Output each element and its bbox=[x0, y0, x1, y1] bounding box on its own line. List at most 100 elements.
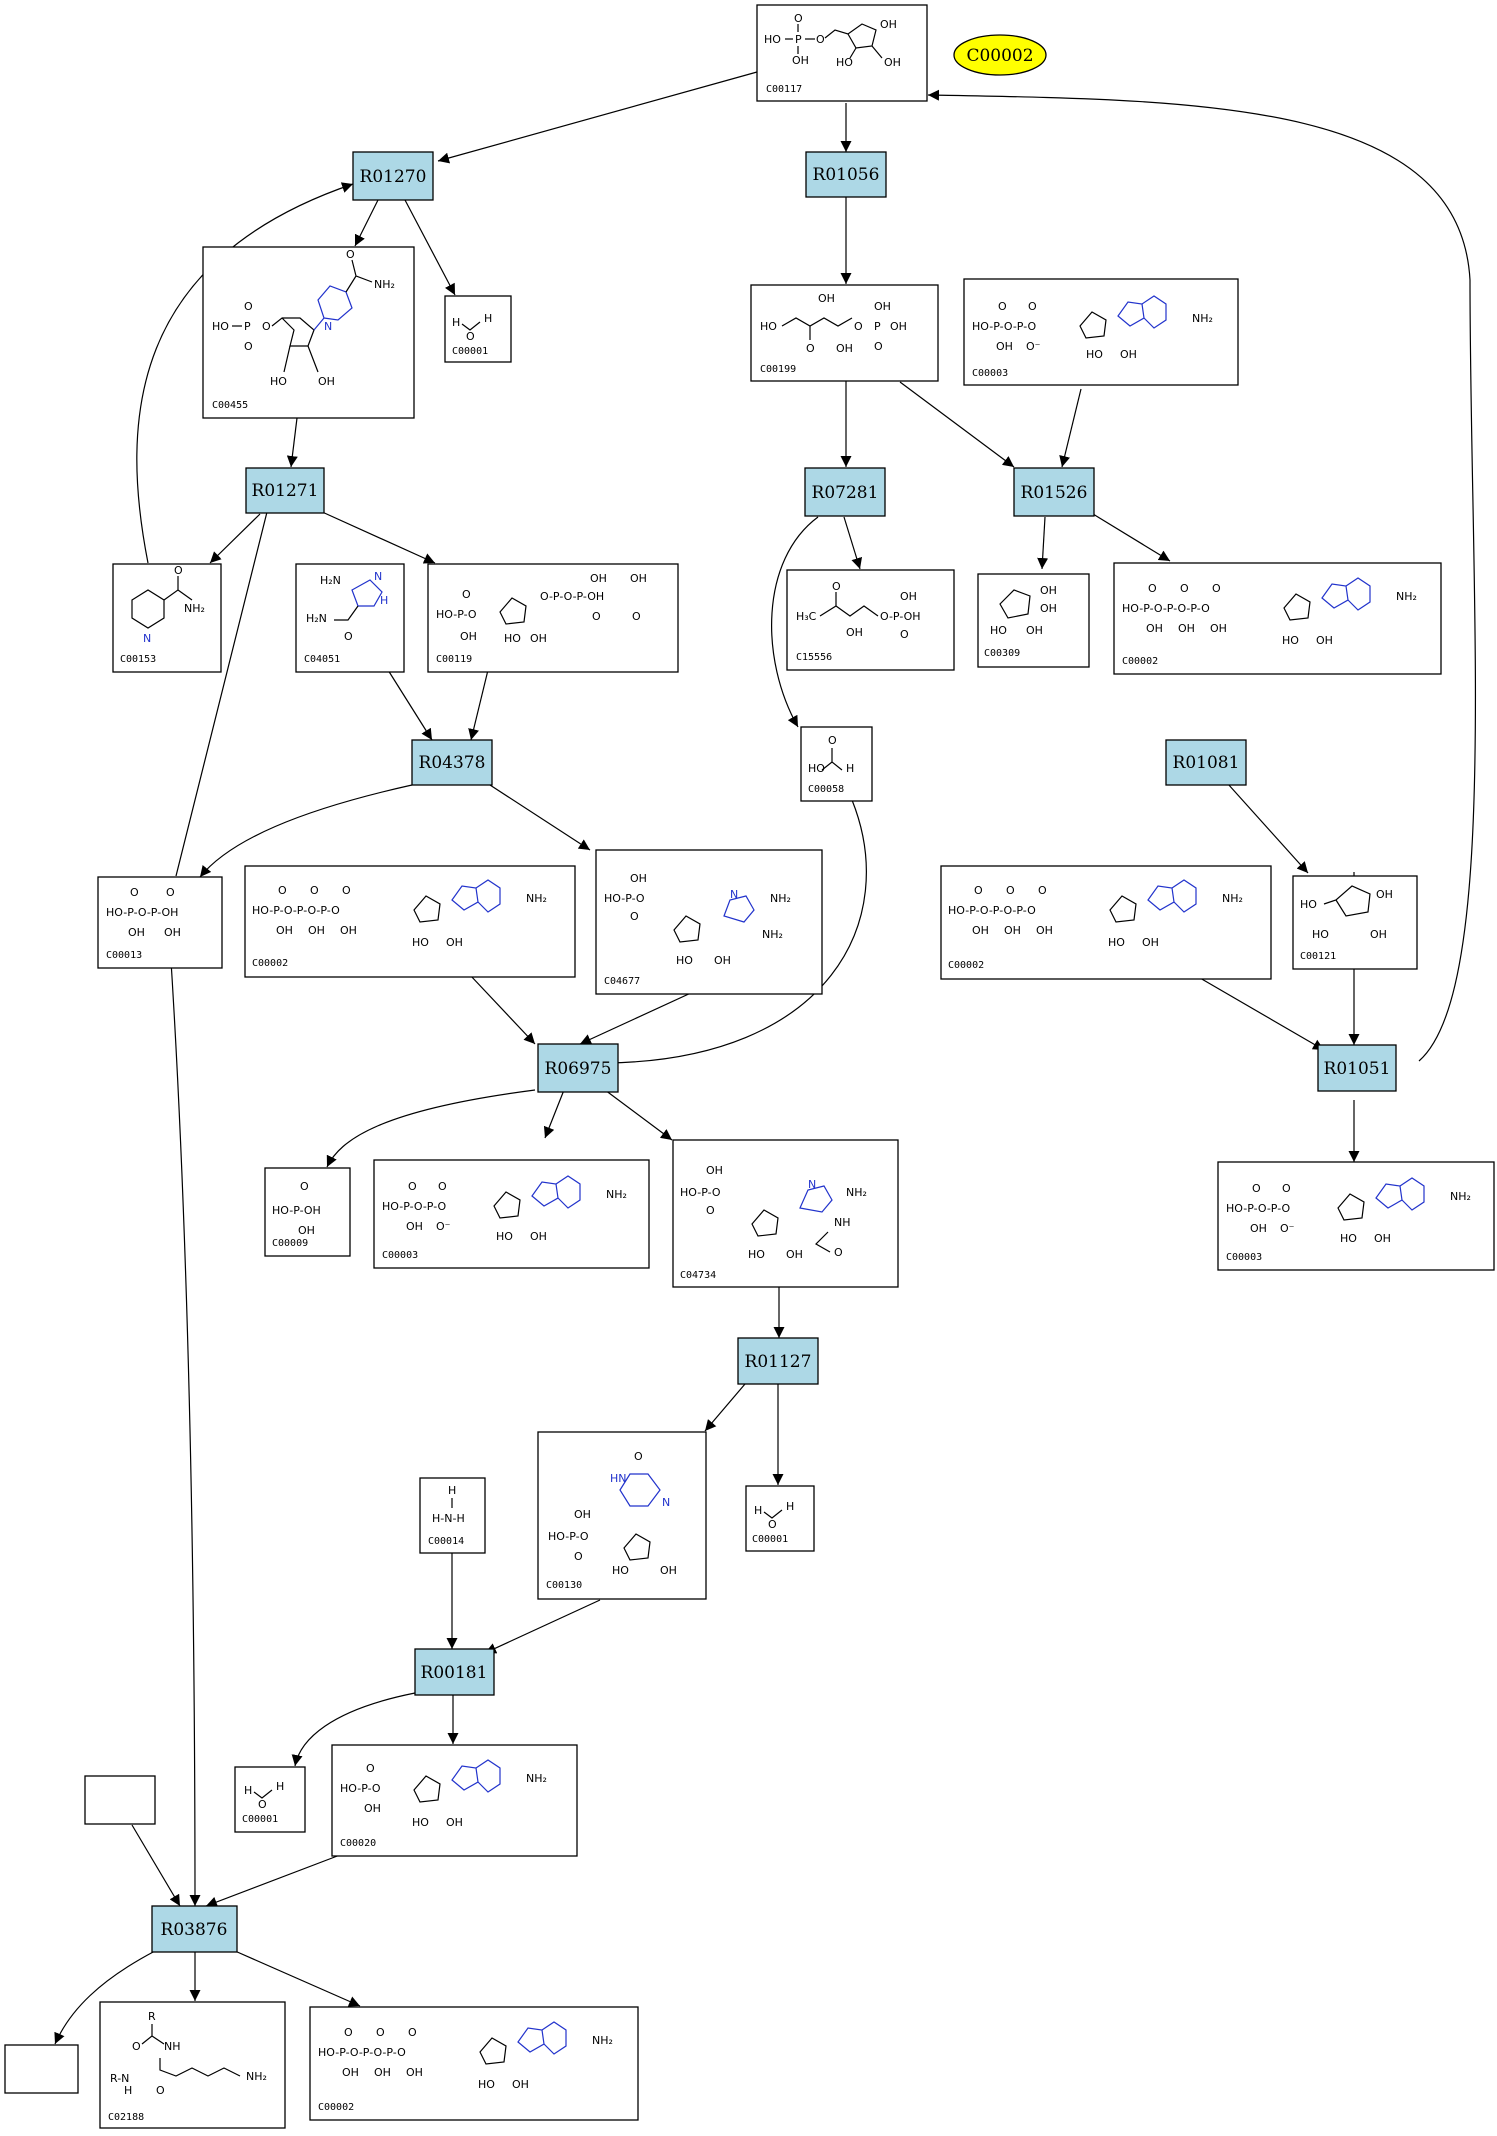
svg-text:O⁻: O⁻ bbox=[436, 1220, 451, 1233]
reaction-R06975[interactable]: R06975 bbox=[537, 1043, 619, 1093]
svg-text:NH₂: NH₂ bbox=[592, 2034, 613, 2047]
compound-id: C00153 bbox=[120, 654, 156, 665]
compound-C00121[interactable]: HO OH HO OH C00121 bbox=[1292, 875, 1418, 970]
reaction-R01127[interactable]: R01127 bbox=[737, 1337, 819, 1385]
compound-C00002-b[interactable]: HO-P-O-P-O-P-O O O O OH OH OH NH₂ HO OH … bbox=[244, 865, 576, 978]
svg-text:OH: OH bbox=[1036, 924, 1053, 937]
svg-text:O: O bbox=[366, 1762, 375, 1775]
svg-text:H₂N: H₂N bbox=[320, 574, 341, 587]
compound-id: C04734 bbox=[680, 1270, 716, 1281]
svg-text:OH: OH bbox=[792, 54, 809, 67]
structure-C00003-b: HO-P-O-P-O O O OH O⁻ NH₂ HO OH bbox=[382, 1175, 627, 1243]
reaction-R04378[interactable]: R04378 bbox=[411, 739, 493, 786]
svg-text:O: O bbox=[156, 2084, 165, 2097]
svg-text:H: H bbox=[244, 1784, 252, 1797]
svg-text:OH: OH bbox=[1142, 936, 1159, 949]
svg-text:HO-P-O-P-O: HO-P-O-P-O bbox=[382, 1200, 446, 1213]
compound-id: C00121 bbox=[1300, 951, 1336, 962]
compound-C00058[interactable]: O HO H C00058 bbox=[800, 726, 873, 802]
compound-C00309[interactable]: OH OH HO OH C00309 bbox=[977, 573, 1090, 668]
structure-C04734: HO-P-O OH O N NH₂ NH O HO OH bbox=[680, 1164, 867, 1261]
compound-C00013[interactable]: HO-P-O-P-OH O O OH OH C00013 bbox=[97, 876, 223, 969]
svg-text:O: O bbox=[166, 886, 175, 899]
reaction-R01081[interactable]: R01081 bbox=[1165, 739, 1247, 786]
svg-text:O: O bbox=[834, 1246, 843, 1259]
compound-C02188[interactable]: R O NH R-N H O NH₂ C02188 bbox=[99, 2001, 286, 2129]
svg-text:HO-P-O: HO-P-O bbox=[436, 608, 477, 621]
compound-id: C00003 bbox=[382, 1250, 418, 1261]
svg-text:NH₂: NH₂ bbox=[526, 892, 547, 905]
reaction-R01056[interactable]: R01056 bbox=[805, 151, 887, 198]
structure-C00058: O HO H bbox=[808, 734, 854, 775]
compound-C00153[interactable]: N O NH₂ C00153 bbox=[112, 563, 222, 673]
compound-C00199[interactable]: HO O OH OH O P OH OH O C00199 bbox=[750, 284, 939, 382]
svg-text:HO-P-O: HO-P-O bbox=[340, 1782, 381, 1795]
svg-text:O: O bbox=[1038, 884, 1047, 897]
svg-text:HO-P-O: HO-P-O bbox=[604, 892, 645, 905]
svg-text:OH: OH bbox=[446, 936, 463, 949]
svg-text:HO: HO bbox=[836, 56, 853, 69]
svg-text:O: O bbox=[376, 2026, 385, 2039]
highlight-compound-label[interactable]: C00002 bbox=[953, 34, 1047, 76]
compound-C04734[interactable]: HO-P-O OH O N NH₂ NH O HO OH C04734 bbox=[672, 1139, 899, 1288]
compound-C00130[interactable]: O HN N HO-P-O OH O HO OH C00130 bbox=[537, 1431, 707, 1600]
svg-text:O: O bbox=[262, 320, 271, 333]
compound-C00002-c[interactable]: HO-P-O-P-O-P-O O O O OH OH OH NH₂ HO OH … bbox=[940, 865, 1272, 980]
svg-text:O⁻: O⁻ bbox=[1026, 340, 1041, 353]
compound-C00001[interactable]: H O H C00001 bbox=[444, 295, 512, 363]
svg-text:NH: NH bbox=[834, 1216, 851, 1229]
compound-C00002-a[interactable]: HO-P-O-P-O-P-O O O O OH OH OH NH₂ HO OH … bbox=[1113, 562, 1442, 675]
compound-C00014[interactable]: H H-N-H C00014 bbox=[419, 1477, 486, 1554]
svg-text:HO: HO bbox=[676, 954, 693, 967]
compound-id: C00117 bbox=[766, 84, 802, 95]
compound-id: C02188 bbox=[108, 2112, 144, 2123]
empty-node-top[interactable] bbox=[84, 1775, 156, 1825]
structure-C00309: OH OH HO OH bbox=[990, 584, 1057, 637]
svg-text:H: H bbox=[380, 594, 388, 607]
svg-text:NH₂: NH₂ bbox=[184, 602, 205, 615]
edges bbox=[54, 71, 1477, 2045]
compound-C00002-d[interactable]: HO-P-O-P-O-P-O O O O OH OH OH NH₂ HO OH … bbox=[309, 2006, 639, 2121]
water-structure-c: H O H bbox=[244, 1780, 284, 1811]
compound-C00119[interactable]: HO-P-O O OH O-P-O-P-OH OH OH O O HO OH C… bbox=[427, 563, 679, 673]
structure-C04051: H₂N N H H₂N O bbox=[306, 570, 388, 643]
empty-node-bottom[interactable] bbox=[4, 2044, 79, 2094]
svg-text:OH: OH bbox=[630, 572, 647, 585]
svg-text:O: O bbox=[806, 342, 815, 355]
reaction-label: R01056 bbox=[813, 165, 880, 185]
compound-C00455[interactable]: HO P O O O N O NH₂ HO OH C00455 bbox=[202, 246, 415, 419]
compound-id: C04677 bbox=[604, 976, 640, 987]
compound-C00001-b[interactable]: H O H C00001 bbox=[745, 1485, 815, 1552]
svg-text:O: O bbox=[794, 12, 803, 25]
svg-text:HO: HO bbox=[748, 1248, 765, 1261]
reaction-R01270[interactable]: R01270 bbox=[352, 151, 434, 201]
compound-C00003-c[interactable]: HO-P-O-P-O O O OH O⁻ NH₂ HO OH C00003 bbox=[1217, 1161, 1495, 1271]
compound-C00003-b[interactable]: HO-P-O-P-O O O OH O⁻ NH₂ HO OH C00003 bbox=[373, 1159, 650, 1269]
compound-C04677[interactable]: HO-P-O OH O N NH₂ NH₂ HO OH C04677 bbox=[595, 849, 823, 995]
svg-text:H: H bbox=[276, 1780, 284, 1793]
reaction-R00181[interactable]: R00181 bbox=[414, 1648, 495, 1696]
svg-text:HO-P-O: HO-P-O bbox=[548, 1530, 589, 1543]
compound-id: C00014 bbox=[428, 1536, 464, 1547]
compound-C00020[interactable]: HO-P-O O OH NH₂ HO OH C00020 bbox=[331, 1744, 578, 1857]
compound-C04051[interactable]: H₂N N H H₂N O C04051 bbox=[295, 563, 405, 673]
svg-text:OH: OH bbox=[342, 2066, 359, 2079]
reaction-R01051[interactable]: R01051 bbox=[1317, 1044, 1397, 1092]
compound-C00001-c[interactable]: H O H C00001 bbox=[234, 1766, 306, 1833]
svg-text:O: O bbox=[344, 630, 353, 643]
reaction-R01271[interactable]: R01271 bbox=[245, 467, 325, 514]
reaction-R01526[interactable]: R01526 bbox=[1013, 467, 1095, 517]
svg-text:NH₂: NH₂ bbox=[762, 928, 783, 941]
structure-C00009: O HO-P-OH OH bbox=[272, 1180, 321, 1237]
svg-text:OH: OH bbox=[660, 1564, 677, 1577]
reaction-R03876[interactable]: R03876 bbox=[151, 1905, 238, 1953]
compound-C00009[interactable]: O HO-P-OH OH C00009 bbox=[264, 1167, 351, 1257]
compound-C00117[interactable]: HO P O OH O OH HO OH C00117 bbox=[756, 4, 928, 102]
reaction-label: R03876 bbox=[161, 1920, 228, 1940]
svg-text:R-N: R-N bbox=[110, 2072, 129, 2085]
compound-C00003[interactable]: HO-P-O-P-O O O OH O⁻ NH₂ HO OH C00003 bbox=[963, 278, 1239, 386]
svg-text:O: O bbox=[1028, 300, 1037, 313]
structure-C00002-a: HO-P-O-P-O-P-O O O O OH OH OH NH₂ HO OH bbox=[1122, 577, 1417, 647]
reaction-R07281[interactable]: R07281 bbox=[804, 467, 886, 517]
compound-C15556[interactable]: H₃C O OH O-P-OH OH O C15556 bbox=[786, 569, 955, 671]
